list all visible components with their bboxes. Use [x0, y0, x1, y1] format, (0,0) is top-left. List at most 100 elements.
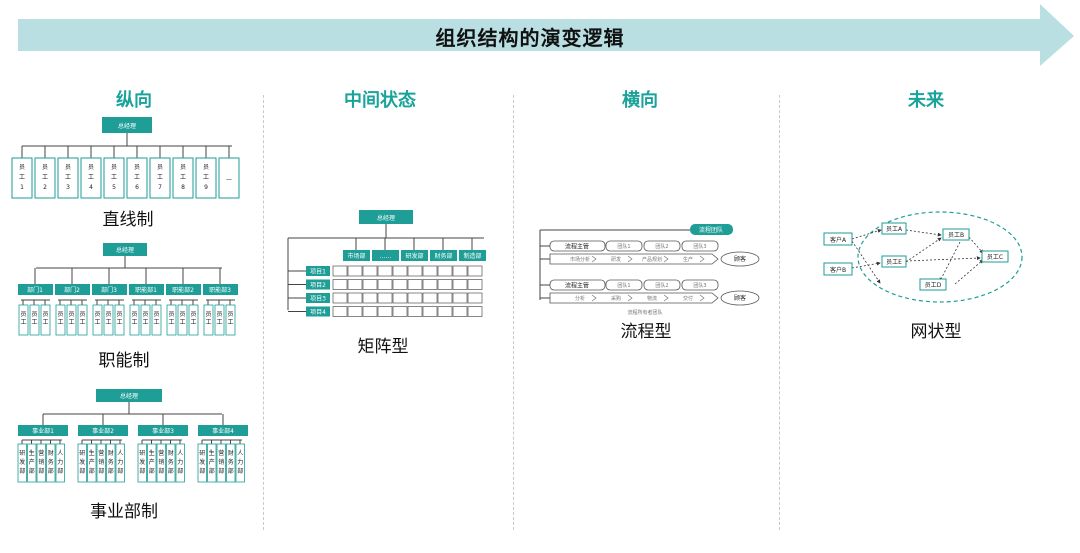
functional-staff-label: 工	[20, 319, 26, 326]
division-unit-label: 生	[149, 449, 155, 457]
line-staff-box	[80, 157, 102, 199]
process-footnote: 流程所有者团队	[627, 309, 662, 316]
matrix-dept-label: 制造部	[463, 252, 481, 260]
division-label: 事业部3	[152, 427, 174, 435]
functional-staff-box	[177, 304, 188, 336]
division-unit-label: 人	[177, 450, 183, 457]
matrix-project-box	[306, 306, 330, 317]
division-label: 事业部2	[92, 427, 114, 435]
functional-staff-label: 工	[105, 319, 111, 326]
process-step-label: 研发	[611, 256, 621, 263]
line-staff-box	[218, 157, 240, 199]
division-unit-label: 部	[38, 467, 44, 475]
matrix-cell	[332, 279, 348, 290]
matrix-project-box	[306, 266, 330, 276]
division-unit-label: 部	[117, 467, 123, 475]
division-unit-label: 部	[57, 467, 63, 475]
matrix-cell	[467, 306, 483, 317]
division-unit-label: 部	[108, 467, 114, 475]
functional-dept-box	[129, 284, 164, 295]
division-unit-label: 部	[177, 467, 183, 475]
division-unit-box	[87, 443, 97, 483]
functional-staff-box	[188, 304, 199, 336]
functional-root-label: 总经理	[116, 246, 134, 254]
functional-staff-label: 工	[168, 319, 174, 326]
division-unit-label: 发	[199, 458, 205, 466]
process-team-label: 流程团队	[699, 226, 723, 234]
division-unit-box	[17, 443, 27, 483]
division-label: 事业部4	[212, 427, 234, 435]
process-team-cell-label: 团队2	[655, 243, 668, 250]
divider-3	[779, 95, 780, 530]
functional-staff-box	[151, 304, 162, 336]
matrix-cell	[377, 279, 393, 290]
matrix-cell	[347, 265, 363, 277]
division-unit-label: 生	[29, 449, 35, 457]
functional-staff-label: 工	[216, 319, 222, 326]
process-team-cell-label: 团队3	[693, 282, 706, 289]
line-staff-label: —	[226, 176, 232, 183]
line-staff-label: 工	[203, 174, 209, 181]
division-unit-label: 研	[19, 450, 25, 457]
division-unit-label: 务	[168, 458, 174, 466]
line-staff-box	[11, 157, 33, 199]
division-unit-label: 力	[237, 458, 243, 466]
functional-dept-box	[55, 284, 90, 295]
division-unit-label: 部	[209, 467, 215, 475]
division-unit-box	[156, 443, 166, 483]
process-chevron-icon	[663, 255, 669, 263]
division-unit-box	[166, 443, 176, 483]
division-box	[78, 425, 128, 436]
division-unit-label: 力	[57, 458, 63, 466]
functional-staff-label: 工	[79, 319, 85, 326]
caption-network: 网状型	[910, 322, 962, 342]
division-unit-label: 部	[89, 467, 95, 475]
matrix-dept-label: 市场部	[347, 252, 365, 260]
employee-a-label: 员工A	[886, 226, 903, 233]
functional-staff-box	[203, 304, 214, 336]
matrix-dept-box	[459, 250, 486, 261]
functional-staff-label: 员	[94, 311, 100, 318]
division-unit-label: 营	[158, 449, 164, 457]
line-staff-label: 员	[157, 164, 163, 171]
line-staff-label: 工	[19, 174, 25, 181]
division-unit-box	[46, 443, 56, 483]
division-box	[138, 425, 188, 436]
matrix-project-box	[306, 293, 330, 303]
functional-staff-label: 员	[216, 311, 222, 318]
banner-title: 组织结构的演变逻辑	[435, 26, 625, 50]
matrix-cell	[452, 292, 468, 304]
division-unit-label: 销	[38, 458, 44, 466]
line-staff-label: 工	[134, 174, 140, 181]
line-staff-box	[195, 157, 217, 199]
process-team-cell	[681, 240, 719, 252]
matrix-cell	[467, 292, 483, 304]
division-unit-label: 生	[209, 449, 215, 457]
division-unit-label: 产	[89, 458, 95, 466]
division-unit-label: 务	[228, 458, 234, 466]
functional-staff-label: 工	[42, 319, 48, 326]
employee-b-box	[942, 228, 970, 241]
division-unit-label: 产	[209, 458, 215, 466]
process-team-cell	[643, 240, 681, 252]
functional-staff-box	[18, 304, 29, 336]
division-unit-label: 部	[48, 467, 54, 475]
matrix-cell	[437, 292, 453, 304]
division-unit-label: 发	[79, 458, 85, 466]
process-customer-label: 顾客	[734, 255, 746, 263]
process-step-label: 交付	[683, 295, 693, 302]
caption-functional-model: 职能制	[98, 351, 150, 371]
division-unit-box	[27, 443, 37, 483]
matrix-cell	[392, 292, 408, 304]
division-unit-label: 产	[149, 458, 155, 466]
functional-staff-label: 员	[131, 311, 137, 318]
matrix-cell	[377, 292, 393, 304]
functional-staff-label: 员	[168, 311, 174, 318]
functional-staff-label: 员	[153, 311, 159, 318]
employee-e-box	[881, 255, 907, 268]
matrix-cell	[377, 265, 393, 277]
matrix-cell	[437, 306, 453, 317]
banner-arrow-shape	[18, 4, 1074, 66]
functional-staff-label: 员	[42, 311, 48, 318]
functional-staff-label: 员	[105, 311, 111, 318]
